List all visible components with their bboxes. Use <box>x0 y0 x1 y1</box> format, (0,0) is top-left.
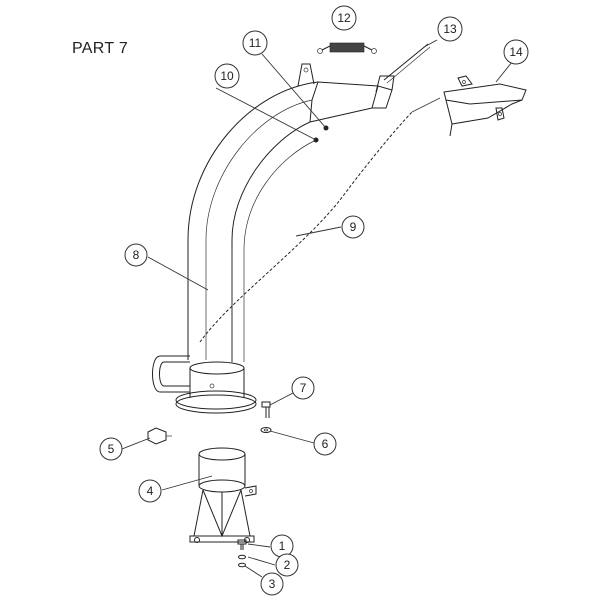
rod-part <box>383 43 431 84</box>
callout-4: 4 <box>138 479 162 503</box>
leader-lines <box>121 39 513 578</box>
callout-14: 14 <box>503 39 529 65</box>
callout-1-label: 1 <box>279 539 286 553</box>
callout-6: 6 <box>313 432 337 456</box>
bolt-part <box>261 401 271 418</box>
deflector-hood-part <box>443 75 527 137</box>
callout-9-label: 9 <box>350 220 357 234</box>
callout-12-label: 12 <box>337 11 351 25</box>
chute-tube-part <box>187 63 395 362</box>
callout-2-label: 2 <box>284 558 291 572</box>
callout-11: 11 <box>242 30 268 56</box>
callout-1: 1 <box>270 534 294 558</box>
chute-base-flange <box>152 355 257 414</box>
callout-13: 13 <box>437 16 463 42</box>
spring-part <box>317 42 377 54</box>
callout-3-label: 3 <box>269 577 276 591</box>
small-hardware-parts <box>237 539 247 568</box>
callout-5: 5 <box>99 437 123 461</box>
callout-11-label: 11 <box>249 36 262 50</box>
washer-part <box>260 427 272 433</box>
callout-7-label: 7 <box>300 381 307 395</box>
callout-10: 10 <box>214 63 240 89</box>
callout-10-label: 10 <box>220 69 234 83</box>
diagram-title: PART 7 <box>72 40 129 57</box>
callout-14-label: 14 <box>509 45 523 59</box>
callout-13-label: 13 <box>443 22 457 36</box>
callout-9: 9 <box>341 215 365 239</box>
mount-base-part <box>189 447 257 543</box>
callout-6-label: 6 <box>322 437 329 451</box>
knob-part <box>147 427 172 445</box>
callout-4-label: 4 <box>147 484 154 498</box>
callout-8-label: 8 <box>133 248 140 262</box>
callout-2: 2 <box>275 553 299 577</box>
callout-8: 8 <box>124 243 148 267</box>
callout-12: 12 <box>331 5 357 31</box>
callout-3: 3 <box>260 572 284 596</box>
callout-7: 7 <box>291 376 315 400</box>
callout-5-label: 5 <box>108 442 115 456</box>
cable-part <box>199 97 441 343</box>
